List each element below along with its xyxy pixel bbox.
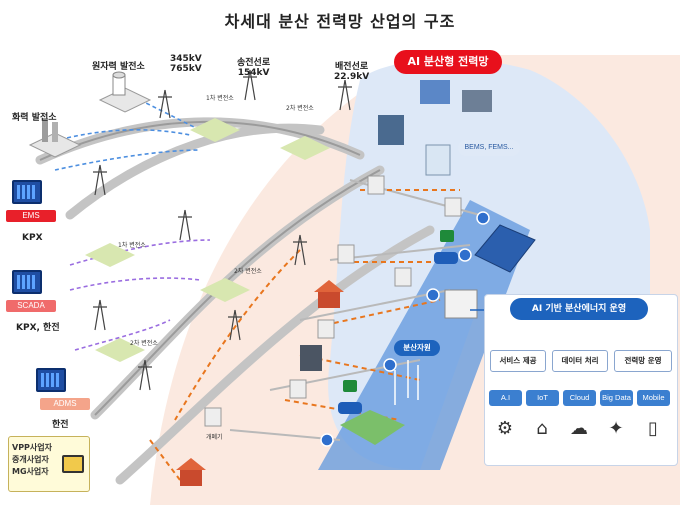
smart-home-icon: ⌂: [536, 418, 548, 439]
vpp-operators-label: VPP사업자 중개사업자 MG사업자: [12, 443, 52, 476]
ai-distributed-grid-badge: AI 분산형 전력망: [394, 50, 502, 74]
band-node-dots: [320, 211, 490, 447]
house-icon-2: [176, 458, 206, 486]
transmission-arc-2: [65, 123, 325, 220]
substation-4-label: 2차 변전소: [234, 268, 262, 275]
service-box-2: 데이터 처리: [552, 350, 608, 372]
ems-org-label: KPX: [22, 233, 43, 243]
tech-big-data: Big Data: [600, 390, 633, 406]
ai-operations-panel: [484, 294, 678, 466]
voltage-345-765-label: 345kV 765kV: [170, 54, 202, 74]
lightbulb-data-icon: ✦: [608, 418, 624, 439]
solar-panel-icon: [474, 224, 536, 273]
substation-5-label: 2차 변전소: [130, 340, 158, 347]
substation-2-label: 2차 변전소: [286, 105, 314, 112]
wind-turbine-icon: [394, 360, 419, 405]
transmission-arc-4: [115, 225, 435, 485]
bems-fems-label: BEMS, FEMS...: [458, 140, 520, 156]
brain-circuit-icon: ⚙: [496, 418, 514, 439]
house-icon-1: [314, 280, 344, 308]
vpp-computer-icon: [62, 455, 84, 473]
distributed-band: [318, 200, 530, 470]
diagram-title: 차세대 분산 전력망 산업의 구조: [224, 12, 456, 31]
substation-1-label: 1차 변전소: [206, 95, 234, 102]
adms-monitor-icon: [36, 368, 66, 392]
ev-car-icon-1: [434, 230, 458, 264]
office-building-icon: [300, 115, 451, 371]
ems-monitor-icon: [12, 180, 42, 204]
hydro-plant-icon: [340, 410, 405, 445]
switch-label: 개폐기: [206, 434, 223, 441]
ess-container-icon: [444, 289, 478, 319]
service-box-1: 서비스 제공: [490, 350, 546, 372]
nuclear-plant-label: 원자력 발전소: [92, 62, 145, 72]
tech-iot: IoT: [526, 390, 559, 406]
substation-3-label: 1차 변전소: [118, 242, 146, 249]
transmission-line-label: 송전선로 154kV: [237, 58, 271, 78]
scada-badge: SCADA: [6, 300, 56, 312]
factory-icon: [420, 80, 492, 112]
service-box-3: 전력망 운영: [614, 350, 672, 372]
ems-badge: EMS: [6, 210, 56, 222]
thermal-plant-label: 화력 발전소: [12, 113, 57, 123]
cloud-upload-icon: ☁: [570, 418, 588, 439]
thermal-plant-icon: [28, 118, 82, 158]
transformer-box-icons: [204, 175, 462, 427]
tech-ai: A.I: [489, 390, 522, 406]
tech-mobile: Mobile: [637, 390, 670, 406]
distributed-resources-label: 분산자원: [394, 340, 440, 356]
smartphone-icon: ▯: [648, 418, 658, 439]
tech-cloud: Cloud: [563, 390, 596, 406]
scada-org-label: KPX, 한전: [16, 323, 60, 333]
nuclear-plant-icon: [98, 71, 152, 113]
distribution-line-label: 배전선로 22.9kV: [334, 62, 370, 82]
ev-car-icon-2: [338, 380, 362, 414]
adms-badge: ADMS: [40, 398, 90, 410]
scada-monitor-icon: [12, 270, 42, 294]
adms-org-label: 한전: [52, 420, 69, 430]
substation-pads: [85, 118, 330, 362]
ai-panel-title: AI 기반 분산에너지 운영: [510, 298, 648, 320]
